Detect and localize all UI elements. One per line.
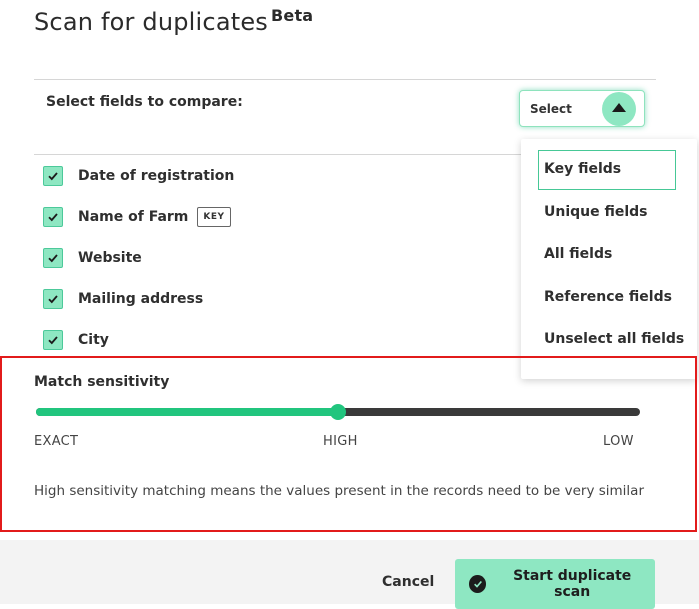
checkmark-icon [48,295,58,304]
page-title-text: Scan for duplicates [34,8,269,36]
start-duplicate-scan-label: Start duplicate scan [513,568,632,600]
field-label: Mailing address [78,291,204,307]
select-button-label: Select [530,102,572,116]
field-row-website[interactable]: Website [43,246,142,270]
checkbox-city[interactable] [43,330,63,350]
tick-label-low: LOW [603,434,634,449]
field-label: Date of registration [78,168,235,184]
slider-thumb[interactable] [330,404,346,420]
start-duplicate-scan-button[interactable]: Start duplicate scan [455,559,655,609]
checkbox-date-of-registration[interactable] [43,166,63,186]
checkmark-icon [48,213,58,222]
dropdown-item-reference-fields[interactable]: Reference fields [544,289,672,305]
fields-divider [34,154,524,155]
checkmark-icon [48,336,58,345]
tick-label-exact: EXACT [34,434,79,449]
field-row-city[interactable]: City [43,328,109,352]
match-sensitivity-slider[interactable] [36,404,640,420]
check-circle-icon [469,575,487,593]
select-fields-dropdown-button[interactable]: Select [519,90,645,127]
dropdown-item-unselect-all-fields[interactable]: Unselect all fields [544,331,685,347]
key-badge: KEY [197,207,231,227]
select-dropdown-menu: Key fields Unique fields All fields Refe… [521,139,697,379]
match-sensitivity-highlight [0,356,697,532]
match-sensitivity-description: High sensitivity matching means the valu… [34,483,644,499]
match-sensitivity-title: Match sensitivity [34,374,170,390]
beta-badge: Beta [271,6,314,25]
dropdown-item-all-fields[interactable]: All fields [544,246,613,262]
field-label: City [78,332,109,348]
field-label: Name of Farm [78,209,189,225]
dropdown-item-key-fields[interactable]: Key fields [538,150,676,190]
tick-label-high: HIGH [323,434,358,449]
field-row-name-of-farm[interactable]: Name of Farm KEY [43,205,231,229]
checkmark-icon [48,254,58,263]
caret-up-icon[interactable] [602,92,636,126]
select-fields-label: Select fields to compare: [46,94,243,110]
dropdown-item-unique-fields[interactable]: Unique fields [544,204,648,220]
slider-fill [36,408,338,416]
checkbox-mailing-address[interactable] [43,289,63,309]
field-row-mailing-address[interactable]: Mailing address [43,287,203,311]
checkbox-name-of-farm[interactable] [43,207,63,227]
field-row-date-of-registration[interactable]: Date of registration [43,164,234,188]
header-divider [34,79,656,80]
field-label: Website [78,250,142,266]
checkbox-website[interactable] [43,248,63,268]
cancel-button[interactable]: Cancel [382,574,435,590]
checkmark-icon [48,172,58,181]
